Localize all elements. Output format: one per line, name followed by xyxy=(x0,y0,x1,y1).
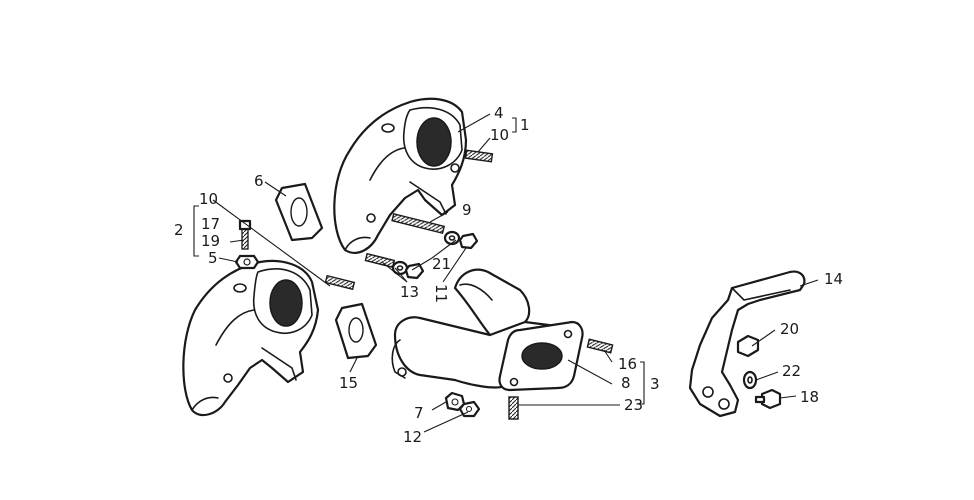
label-4: 4 xyxy=(494,104,504,122)
bolt-17 xyxy=(238,219,252,250)
stud-9 xyxy=(391,212,446,235)
part-labels: 4 1 10 6 9 10 2 17 19 5 21 13 11 14 20 1… xyxy=(174,104,843,446)
label-6: 6 xyxy=(254,172,264,190)
washer-upper xyxy=(443,230,461,246)
leader-lines xyxy=(212,113,819,433)
manifold-lower-left xyxy=(182,259,320,417)
label-14: 14 xyxy=(824,270,843,288)
manifold-center-pipe xyxy=(391,268,584,392)
assembly-brackets xyxy=(193,117,645,405)
stud-13 xyxy=(364,252,396,269)
nut-5 xyxy=(234,254,260,270)
nut-11 xyxy=(404,262,425,280)
label-7: 7 xyxy=(414,404,424,422)
label-21: 21 xyxy=(432,255,451,273)
label-18: 18 xyxy=(800,388,819,406)
label-20: 20 xyxy=(780,320,799,338)
nut-12 xyxy=(458,400,481,418)
bolt-18 xyxy=(754,388,782,410)
nut-upper xyxy=(458,232,479,250)
stud-10-upper xyxy=(464,149,494,163)
label-11: 11 xyxy=(432,284,450,303)
label-19: 19 xyxy=(201,232,220,250)
lockwasher-7 xyxy=(444,391,466,412)
label-8: 8 xyxy=(621,374,631,392)
label-23: 23 xyxy=(624,396,643,414)
label-12: 12 xyxy=(403,428,422,446)
label-17: 17 xyxy=(201,215,220,233)
nut-20 xyxy=(736,334,760,358)
label-9: 9 xyxy=(462,201,472,219)
label-2: 2 xyxy=(174,221,184,239)
label-16: 16 xyxy=(618,355,637,373)
stud-23 xyxy=(508,396,519,420)
label-10-upper: 10 xyxy=(490,126,509,144)
gasket-15 xyxy=(334,302,378,360)
gasket-6 xyxy=(274,182,324,242)
flange-opening xyxy=(521,342,563,370)
label-15: 15 xyxy=(339,374,358,392)
manifold-upper xyxy=(333,97,468,254)
label-22: 22 xyxy=(782,362,801,380)
label-3: 3 xyxy=(650,375,660,393)
label-5: 5 xyxy=(208,249,218,267)
bracket-14 xyxy=(688,270,806,418)
stud-10-lower xyxy=(324,274,356,291)
label-13: 13 xyxy=(400,283,419,301)
port-opening-lower xyxy=(269,279,303,327)
washer-22 xyxy=(742,370,758,390)
port-opening-upper xyxy=(416,117,452,167)
label-10-lower: 10 xyxy=(199,190,218,208)
label-1: 1 xyxy=(520,116,530,134)
stud-16 xyxy=(586,338,614,354)
